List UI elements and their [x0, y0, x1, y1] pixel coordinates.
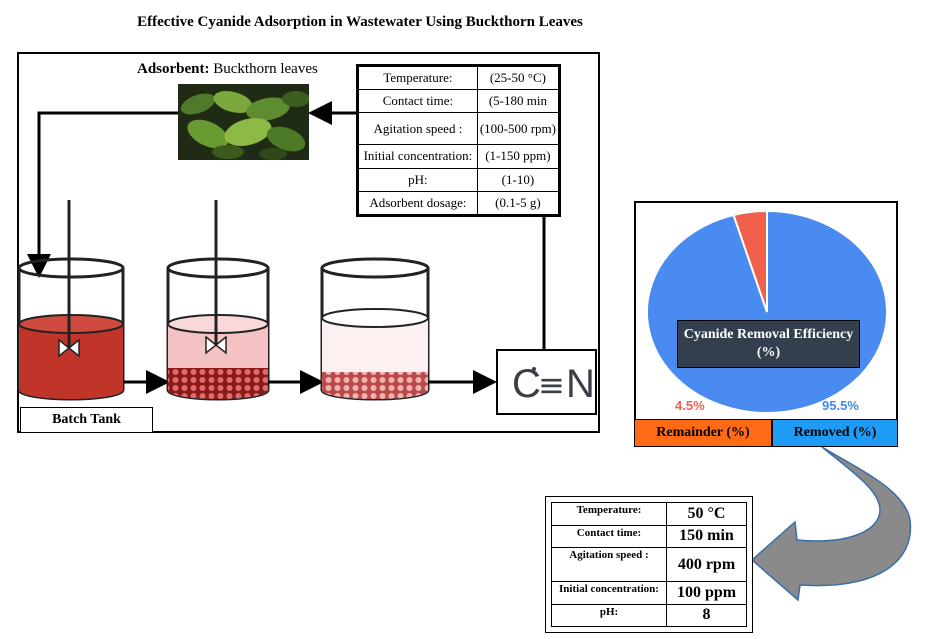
adsorbent-value: Buckthorn leaves: [213, 61, 318, 77]
cn-triple-bond: ≡: [538, 366, 565, 404]
flow-arrow-to-optimal: [750, 446, 912, 602]
buckthorn-leaves-image: [178, 84, 309, 160]
pie-slice-remainder: [732, 209, 768, 313]
param-label: Contact time:: [358, 89, 478, 114]
parameter-ranges-table: Temperature:(25-50 °C) Contact time:(5-1…: [356, 64, 561, 217]
param-label: Agitation speed :: [358, 112, 478, 146]
table-row: Agitation speed :(100-500 rpm): [358, 112, 560, 146]
process-frame: [17, 52, 600, 433]
slice-label-remainder: 4.5%: [675, 398, 705, 413]
diagram-title: Effective Cyanide Adsorption in Wastewat…: [137, 14, 583, 30]
table-row: Initial concentration:100 ppm: [551, 581, 747, 605]
param-value: (25-50 °C): [476, 65, 560, 91]
tank-3: [320, 257, 430, 401]
adsorbent-prefix: Adsorbent:: [137, 61, 210, 77]
legend-removed: Removed (%): [772, 419, 898, 447]
opt-value: 150 min: [666, 524, 747, 548]
param-label: pH:: [358, 167, 478, 192]
table-row: Temperature:(25-50 °C): [358, 65, 560, 91]
table-row: Initial concentration:(1-150 ppm): [358, 144, 560, 169]
param-label: Adsorbent dosage:: [358, 190, 478, 216]
slice-label-removed: 95.5%: [822, 398, 859, 413]
param-label: Temperature:: [358, 65, 478, 91]
opt-label: Agitation speed :: [551, 547, 667, 582]
table-row: Agitation speed :400 rpm: [551, 547, 747, 582]
opt-label: Contact time:: [551, 524, 667, 548]
opt-label: pH:: [551, 603, 667, 627]
opt-value: 400 rpm: [666, 547, 747, 582]
cn-nitrogen: N: [566, 362, 595, 406]
table-row: pH:(1-10): [358, 167, 560, 192]
tank-1: [17, 200, 125, 401]
opt-label: Temperature:: [551, 502, 667, 526]
param-value: (0.1-5 g): [476, 190, 560, 216]
opt-value: 50 °C: [666, 502, 747, 526]
param-value: (1-150 ppm): [476, 144, 560, 169]
cn-carbon: C: [512, 362, 541, 406]
opt-value: 8: [666, 603, 747, 627]
optimal-conditions-table: Temperature:50 °C Contact time:150 min A…: [545, 496, 753, 633]
param-value: (100-500 rpm): [476, 112, 560, 146]
tank-2: [166, 200, 270, 401]
flow-line-leaves-to-tank: [27, 111, 178, 278]
param-value: (5-180 min: [476, 89, 560, 114]
table-row: Temperature:50 °C: [551, 502, 747, 526]
param-value: (1-10): [476, 167, 560, 192]
table-row: Contact time:(5-180 min: [358, 89, 560, 114]
chart-title: Cyanide Removal Efficiency (%): [677, 320, 860, 368]
param-label: Initial concentration:: [358, 144, 478, 169]
table-row: Adsorbent dosage:(0.1-5 g): [358, 190, 560, 216]
table-row: pH:8: [551, 603, 747, 627]
batch-tank-label: Batch Tank: [20, 407, 153, 433]
table-row: Contact time:150 min: [551, 524, 747, 548]
opt-label: Initial concentration:: [551, 581, 667, 605]
legend-remainder: Remainder (%): [634, 419, 772, 447]
adsorbent-label: Adsorbent: Buckthorn leaves: [137, 61, 318, 78]
opt-value: 100 ppm: [666, 581, 747, 605]
cyanide-symbol: C ≡ N: [496, 349, 597, 415]
